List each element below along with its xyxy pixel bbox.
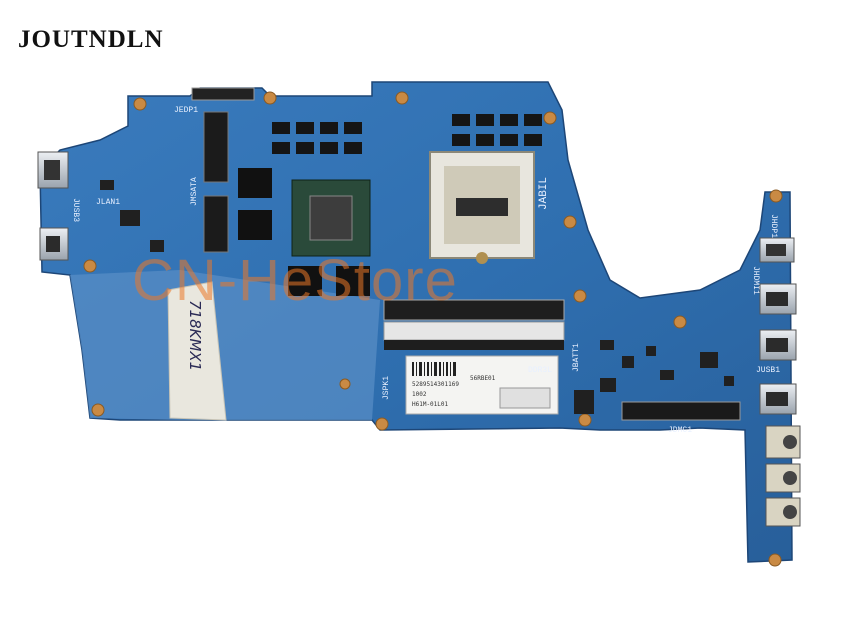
ssd-slot-2	[203, 195, 229, 253]
cpu-socket	[429, 151, 535, 264]
ram-slot	[383, 299, 565, 350]
top-connector	[191, 87, 255, 101]
left-port-hdmi	[37, 151, 69, 189]
sticker-line2: 1002	[412, 391, 427, 398]
silk-jhdp: JHDP1	[769, 214, 778, 238]
silk-jabil: JABIL	[538, 177, 550, 210]
left-port-usb	[39, 227, 69, 261]
silk-jedp: JEDP1	[174, 106, 198, 115]
mounting-holes	[83, 91, 783, 567]
silk-jspk: JSPK1	[382, 376, 391, 400]
barcode-sticker: 5289514301169 1002 H61M-01L01 56RBE01	[405, 355, 559, 415]
watermark-text: CN-HeStore	[132, 248, 458, 313]
audio-jacks	[765, 425, 801, 527]
right-port-usb-1	[759, 283, 797, 315]
right-port-hdmi	[759, 237, 795, 263]
silk-ddr: DDR3L	[528, 366, 552, 375]
right-port-usb-3	[759, 383, 797, 415]
gpu-chip	[291, 179, 371, 257]
silk-jdmc: JDMC1	[668, 426, 692, 435]
sticker-line1: 5289514301169	[412, 381, 459, 388]
mosfet-array	[272, 114, 542, 154]
silk-jlan: JLAN1	[96, 198, 120, 207]
brand-title: JOUTNDLN	[18, 26, 164, 53]
vram-chips	[238, 168, 370, 296]
ssd-slot-1	[203, 111, 229, 183]
sticker-code: 56RBE01	[470, 375, 496, 382]
tape-label: 718KMX1	[167, 281, 227, 421]
right-port-usb-2	[759, 329, 797, 361]
silk-jmsata: JMSATA	[190, 177, 199, 206]
mini-card-slot	[621, 401, 741, 421]
silk-jhdmi: JHDMI1	[751, 266, 760, 295]
pcb-left-region	[70, 270, 380, 420]
tape-handwriting: 718KMX1	[186, 300, 204, 371]
silk-jusb1: JUSB1	[756, 366, 780, 375]
passive-components	[100, 180, 734, 414]
silk-jbatt: JBATT1	[572, 343, 581, 372]
silk-jusb3: JUSB3	[71, 198, 80, 222]
sticker-line3: H61M-01L01	[412, 401, 449, 408]
